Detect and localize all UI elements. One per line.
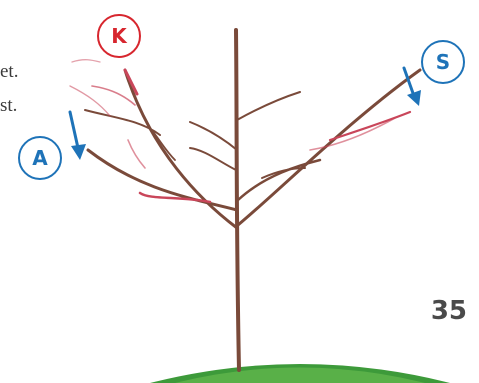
twig xyxy=(91,85,136,106)
marker-k: K xyxy=(97,14,141,58)
page-number: 35 xyxy=(430,296,467,326)
text-fragment: st. xyxy=(0,95,18,116)
arrow-shaft xyxy=(68,110,80,150)
marker-a: A xyxy=(18,136,62,180)
marker-a-label: A xyxy=(32,146,48,170)
marker-k-label: K xyxy=(111,24,127,48)
ground-hill-highlight xyxy=(175,367,425,383)
branch-right-main xyxy=(236,68,422,227)
branch-upper-left xyxy=(189,121,238,151)
branch-right-upper-twig-2 xyxy=(309,117,396,151)
twig xyxy=(149,127,176,161)
branch-mid-left xyxy=(189,147,237,171)
branch-upper-right xyxy=(236,91,301,121)
branch-left-lower xyxy=(86,148,239,212)
marker-s: S xyxy=(421,40,465,84)
arrow-shaft xyxy=(402,66,416,98)
branch-left-lower-2 xyxy=(138,191,212,204)
branch-right-small xyxy=(261,167,306,179)
arrow-head xyxy=(71,144,86,160)
text-fragment: et. xyxy=(0,61,19,82)
branch-right-upper-twig xyxy=(328,110,412,142)
arrow-head xyxy=(407,90,421,106)
twig xyxy=(69,85,111,117)
twig xyxy=(127,139,146,169)
marker-s-label: S xyxy=(435,50,451,74)
branch-left-main xyxy=(123,68,239,230)
branch-left-main-tip xyxy=(123,68,139,96)
twig xyxy=(71,59,101,63)
tree-trunk xyxy=(234,28,241,372)
branch-right-lower xyxy=(236,158,322,202)
twig xyxy=(84,109,161,136)
